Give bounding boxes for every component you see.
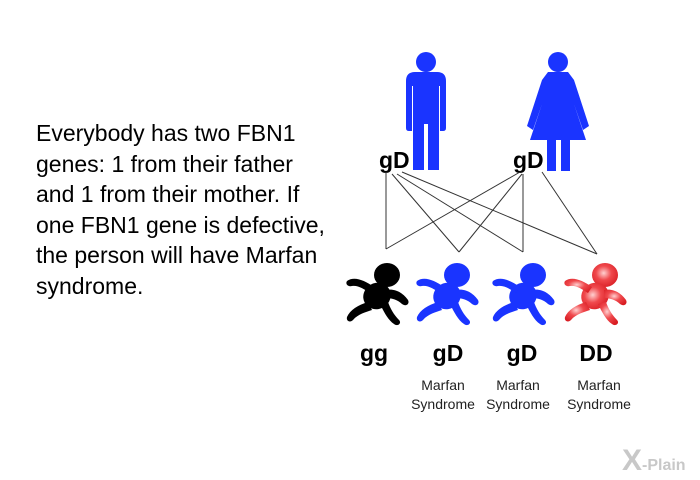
father-genotype: gD (379, 147, 410, 173)
child-3: gD Marfan Syndrome (486, 263, 555, 412)
child-4: DD Marfan Syndrome (564, 263, 631, 412)
inheritance-lines (385, 171, 598, 255)
child-2-genotype: gD (433, 340, 464, 366)
father-figure: gD (379, 52, 446, 173)
line-father-g-to-child-2 (391, 173, 460, 253)
child-4-condition-line-1: Marfan (577, 377, 621, 393)
line-mother-g-to-child-1 (385, 171, 521, 250)
woman-icon (527, 52, 589, 171)
baby-icon (492, 263, 555, 326)
child-1: gg (346, 263, 409, 366)
child-3-genotype: gD (507, 340, 538, 366)
baby-icon (346, 263, 409, 326)
child-4-genotype: DD (579, 340, 612, 366)
child-1-genotype: gg (360, 340, 388, 366)
line-father-d-to-child-4 (401, 171, 598, 255)
line-mother-d-to-child-4 (541, 171, 598, 255)
mother-genotype: gD (513, 147, 544, 173)
child-3-condition-line-1: Marfan (496, 377, 540, 393)
man-icon (406, 52, 446, 170)
child-2-condition-line-1: Marfan (421, 377, 465, 393)
child-2: gD Marfan Syndrome (411, 263, 479, 412)
baby-icon (564, 263, 627, 326)
description-text: Everybody has two FBN1 genes: 1 from the… (36, 120, 325, 299)
child-4-condition-line-2: Syndrome (567, 396, 631, 412)
baby-icon (416, 263, 479, 326)
mother-figure: gD (513, 52, 589, 173)
brand-logo: X -Plain (622, 444, 686, 477)
child-3-condition-line-2: Syndrome (486, 396, 550, 412)
brand-name: -Plain (642, 457, 686, 474)
line-father-d-to-child-3 (396, 173, 524, 253)
brand-mark: X (622, 444, 642, 477)
line-mother-g-to-child-2 (458, 173, 523, 253)
child-2-condition-line-2: Syndrome (411, 396, 475, 412)
